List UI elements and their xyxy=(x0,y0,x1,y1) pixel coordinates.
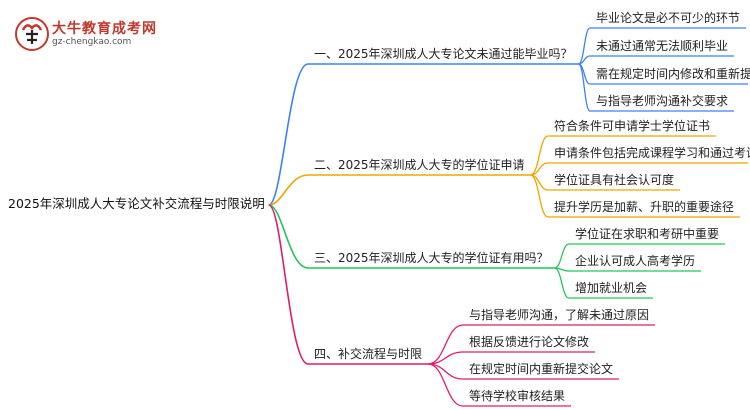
leaf-connector-4-1 xyxy=(427,324,464,365)
leaf-connector-3-1 xyxy=(554,243,570,269)
branch-label-3: 三、2025年深圳成人大专的学位证有用吗？ xyxy=(314,251,549,265)
leaf-2-3: 学位证具有社会认可度 xyxy=(554,173,675,187)
leaf-connector-3-3 xyxy=(554,267,570,299)
leaf-1-1: 毕业论文是必不可少的环节 xyxy=(596,11,741,25)
leaf-connector-4-4 xyxy=(427,363,464,407)
leaf-3-2: 企业认可成人高考学历 xyxy=(575,254,696,268)
bull-logo-icon xyxy=(15,17,49,51)
leaf-connector-2-1 xyxy=(530,135,549,176)
leaf-4-1: 与指导老师沟通，了解未通过原因 xyxy=(469,308,650,322)
root-topic: 2025年深圳成人大专论文补交流程与时限说明 xyxy=(8,196,265,211)
leaf-connector-2-4 xyxy=(530,174,549,218)
leaf-1-3: 需在规定时间内修改和重新提交 xyxy=(596,67,750,81)
leaf-connector-1-4 xyxy=(577,63,591,112)
leaf-4-3: 在规定时间内重新提交论文 xyxy=(469,362,614,376)
branch-label-2: 二、2025年深圳成人大专的学位证申请 xyxy=(314,158,525,172)
leaf-2-4: 提升学历是加薪、升职的重要途径 xyxy=(554,200,735,214)
leaf-4-2: 根据反馈进行论文修改 xyxy=(469,335,590,349)
branch-label-1: 一、2025年深圳成人大专论文未通过能毕业吗？ xyxy=(314,47,573,61)
branch-label-4: 四、补交流程与时限 xyxy=(314,347,423,361)
leaf-2-2: 申请条件包括完成课程学习和通过考试 xyxy=(554,146,750,160)
leaf-1-2: 未通过通常无法顺利毕业 xyxy=(596,39,729,53)
leaf-2-1: 符合条件可申请学士学位证书 xyxy=(554,119,711,133)
leaf-3-1: 学位证在求职和考研中重要 xyxy=(575,227,720,241)
site-logo: 大牛教育成考网 gz-chengkao.com xyxy=(8,12,168,54)
branch-connector-4 xyxy=(268,204,309,365)
logo-title: 大牛教育成考网 xyxy=(52,21,157,37)
leaf-connector-4-3 xyxy=(427,363,464,380)
branch-connector-3 xyxy=(268,204,309,269)
branch-connector-1 xyxy=(268,63,309,206)
leaf-connector-1-1 xyxy=(577,27,591,65)
logo-url: gz-chengkao.com xyxy=(52,37,132,47)
leaf-4-4: 等待学校审核结果 xyxy=(469,389,566,403)
branch-connector-2 xyxy=(268,174,309,206)
leaf-3-3: 增加就业机会 xyxy=(575,281,648,295)
leaf-1-4: 与指导老师沟通补交要求 xyxy=(596,94,729,108)
